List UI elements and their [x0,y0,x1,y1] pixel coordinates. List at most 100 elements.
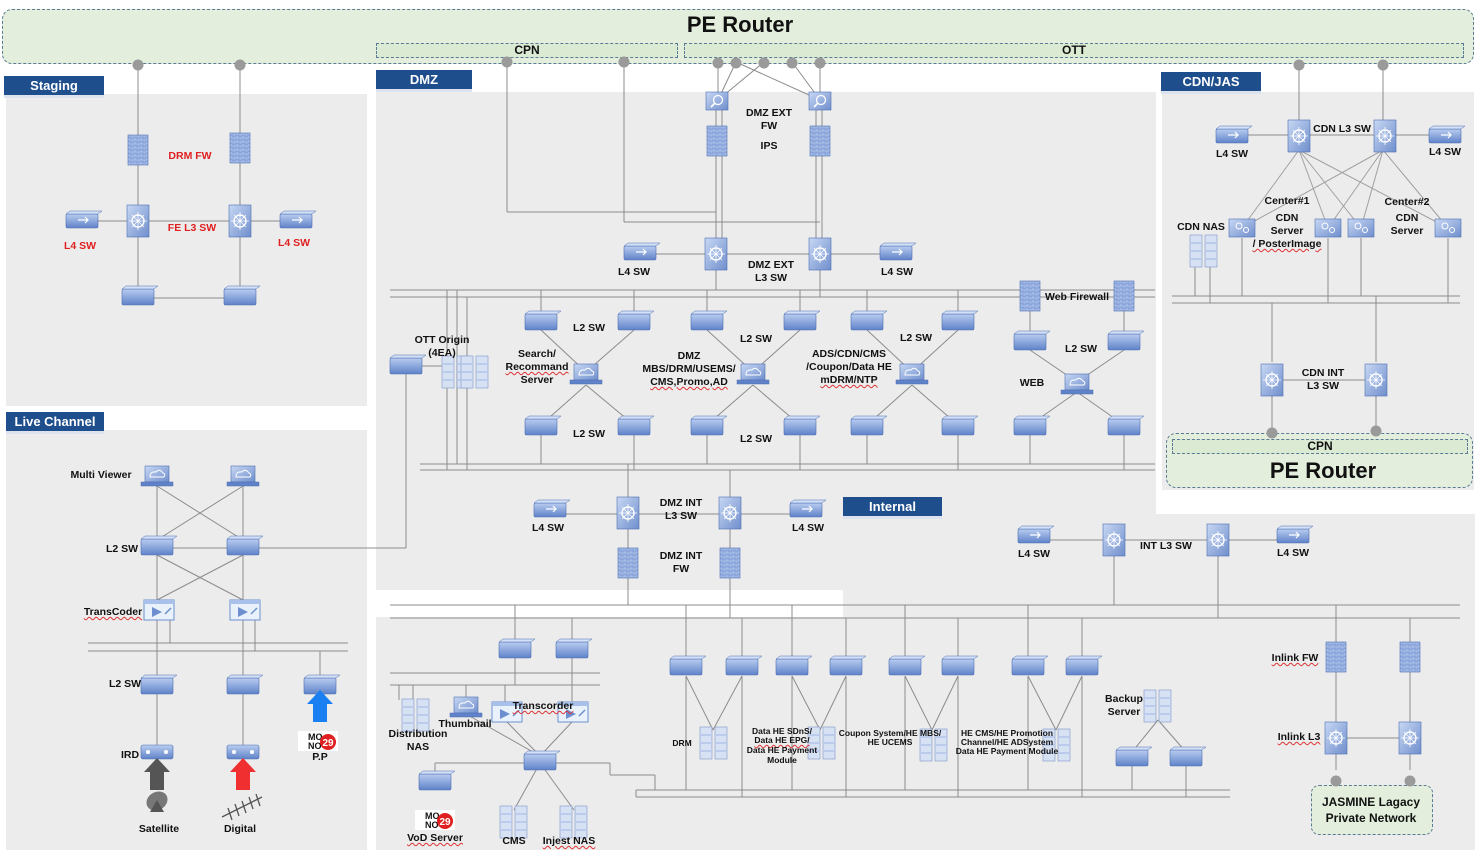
ads-group-label-3: mDRM/NTP [820,374,878,386]
cdn-l4-left-label: L4 SW [1215,148,1249,160]
drm-label: DRM [672,738,692,748]
he-cms-label-1: HE CMS/HE Promotion [960,728,1054,738]
cdn-nas-label: CDN NAS [1177,221,1225,233]
ott-origin-label-2: (4EA) [428,347,456,359]
data-he-label-3: Data HE Payment [746,745,818,755]
satellite-dish-icon [146,791,168,812]
dmz-int-l3-label-1: DMZ INT [659,497,703,509]
drm-fw-label: DRM FW [168,150,212,162]
dmz-int-l4-left-label: L4 SW [531,522,565,534]
data-he-label-2: Data HE EPG/ [754,735,810,745]
dmz-ext-fw-label-2: FW [760,120,778,132]
fe-l3-sw-label: FE L3 SW [167,222,217,234]
uplink-arrow-icon [230,758,256,790]
center1-label-2: CDN [1275,212,1299,224]
satellite-label: Satellite [138,823,180,835]
dmz-header: DMZ [376,70,472,92]
vod-server-label: VoD Server [407,832,463,844]
ird-label: IRD [120,749,140,761]
l2-sw-label: L2 SW [1064,343,1098,355]
dmz-int-l4-right-label: L4 SW [791,522,825,534]
search-server-label-2: Recommand [505,361,569,373]
ips-label: IPS [760,140,778,152]
pe-router-title: PE Router [686,12,794,37]
transcorder-label: Transcorder [512,700,574,712]
antenna-icon [221,793,263,821]
int-l3-sw-label: INT L3 SW [1140,540,1192,552]
cms-label: CMS [502,835,526,847]
multi-viewer-label: Multi Viewer [70,469,132,481]
dmz-ext-fw-label-1: DMZ EXT [745,107,793,119]
center2-label-1: Center#2 [1384,196,1430,208]
int-l4-right-label: L4 SW [1276,547,1310,559]
inlink-fw-label: Inlink FW [1271,652,1319,664]
cpn-bar: CPN [376,43,678,58]
dmz-ext-l3-label-2: L3 SW [754,272,788,284]
cdn-l4-right-label: L4 SW [1428,146,1462,158]
search-server-label-3: Server [520,374,554,386]
cdn-jas-zone [1162,92,1474,490]
uplink-arrow-icon [307,690,333,722]
staging-l4-right-label: L4 SW [277,237,311,249]
dmz-group-label-1: DMZ [677,350,701,362]
center1-label-3: Server [1270,225,1304,237]
data-he-label-1: Data HE SDnS/ [752,726,812,736]
dmz-int-fw-label-2: FW [672,563,690,575]
ott-origin-label-1: OTT Origin [414,334,470,346]
he-cms-label-2: Channel/HE ADSystem [960,737,1054,747]
dmz-int-fw-label-1: DMZ INT [659,550,703,562]
pp-label: P.P [312,751,328,763]
web-firewall-label: Web Firewall [1045,291,1109,303]
cdn-int-l3-label-2: L3 SW [1306,380,1340,392]
live-l2-sw-lower-label: L2 SW [108,678,142,690]
inlink-l3-label: Inlink L3 [1277,731,1321,743]
int-l4-left-label: L4 SW [1017,548,1051,560]
staging-header: Staging [4,76,104,98]
digital-label: Digital [223,823,257,835]
data-he-label-4: Module [767,755,797,765]
uplink-arrow-icon [144,758,170,790]
cdn-l3-sw-label: CDN L3 SW [1313,123,1371,135]
staging-l4-left-label: L4 SW [63,240,97,252]
transcoder-label: TransCoder [83,606,143,618]
thumbnail-label: Thumbnail [438,718,492,730]
coupon-label-1: Coupon System/HE MBS/ [838,728,942,738]
center1-label-4: / PosterImage [1252,238,1322,250]
distribution-nas-label-2: NAS [406,741,430,753]
center2-label-2: CDN [1395,212,1419,224]
live-channel-zone [6,430,367,850]
l2-sw-label: L2 SW [572,428,606,440]
coupon-label-2: HE UCEMS [867,737,913,747]
dmz-group-label-2: MBS/DRM/USEMS/ [642,363,736,375]
staging-zone [6,94,367,406]
l2-sw-label: L2 SW [899,332,933,344]
dmz-l4-left-label: L4 SW [617,266,651,278]
dmz-ext-l3-label-1: DMZ EXT [747,259,795,271]
cdn-jas-header: CDN/JAS [1161,72,1261,94]
backup-server-label-2: Server [1107,706,1141,718]
l2-sw-label: L2 SW [572,322,606,334]
injest-nas-label: Injest NAS [542,835,596,847]
dmz-l4-right-label: L4 SW [880,266,914,278]
he-cms-label-3: Data HE Payment Module [955,746,1059,756]
jasmine-network-box [1311,785,1433,835]
live-channel-header: Live Channel [6,412,104,434]
l2-sw-label: L2 SW [739,333,773,345]
ads-group-label-1: ADS/CDN/CMS [811,348,887,360]
search-server-label-1: Search/ [518,348,556,360]
distribution-nas-label-1: Distribution [388,728,448,740]
dmz-int-l3-label-2: L3 SW [664,510,698,522]
cdn-cpn-bar: CPN [1172,439,1468,454]
jasmine-line1: JASMINE Lagacy [1321,795,1421,809]
live-l2-sw-label: L2 SW [105,543,139,555]
l2-sw-label: L2 SW [739,433,773,445]
jasmine-line2: Private Network [1325,811,1417,825]
backup-server-label-1: Backup [1105,693,1143,705]
ott-bar: OTT [684,43,1464,58]
cdn-int-l3-label-1: CDN INT [1301,367,1345,379]
internal-header: Internal [843,497,942,519]
cdn-pe-router-title: PE Router [1269,458,1377,483]
center1-label-1: Center#1 [1264,195,1310,207]
dmz-group-label-3: CMS,Promo,AD [650,376,728,388]
